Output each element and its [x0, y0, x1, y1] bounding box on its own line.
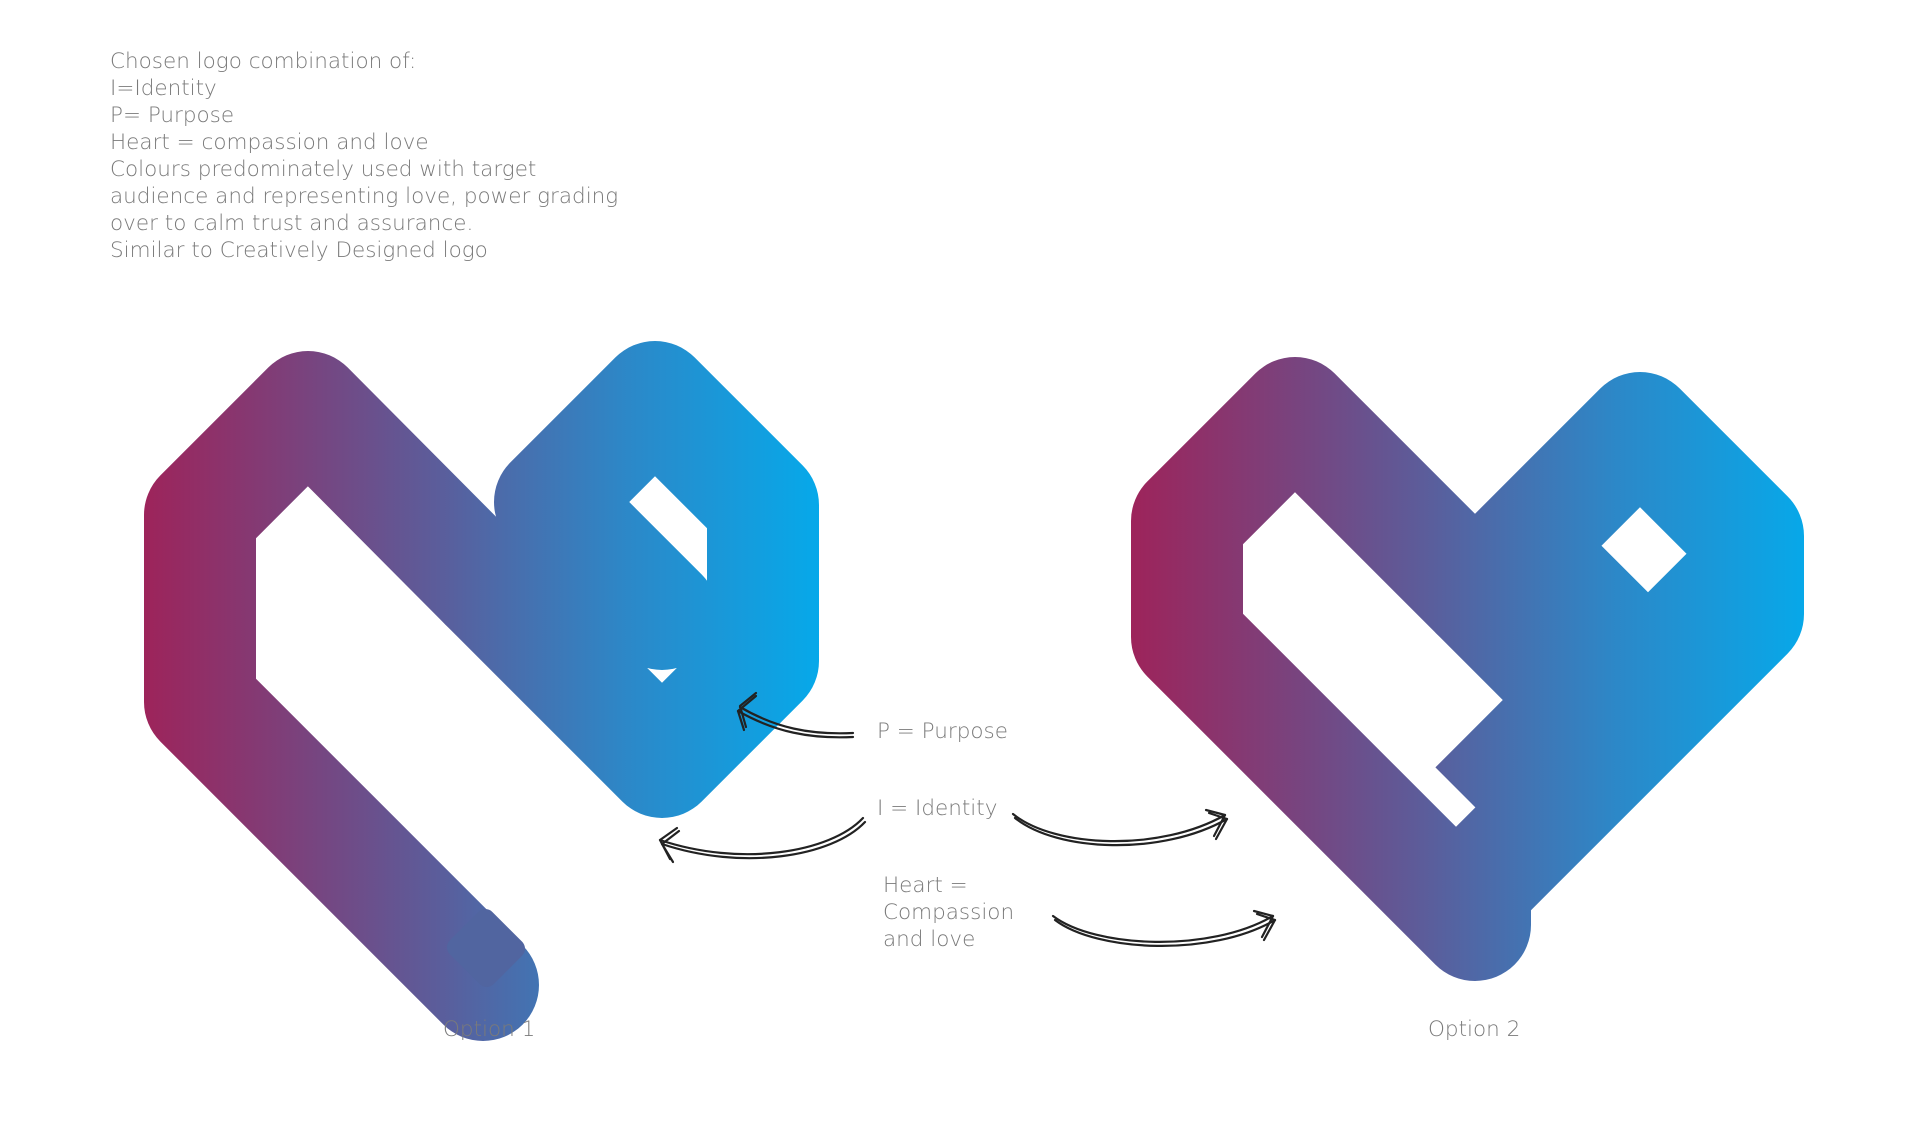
logo-1-p-loop — [429, 341, 819, 818]
heart-label: Heart = Compassion and love — [883, 873, 1015, 952]
design-notes: Chosen logo combination of: I=Identity P… — [110, 48, 618, 264]
note-line: Heart = compassion and love — [110, 130, 429, 155]
option-1-caption: Option 1 — [443, 1017, 536, 1042]
option-2-caption: Option 2 — [1428, 1017, 1521, 1042]
note-line: Colours predominately used with target — [110, 157, 537, 182]
logo-option-2 — [1131, 357, 1804, 981]
logo-1-i-end-cap — [447, 909, 525, 987]
arrow-heart — [1051, 909, 1277, 947]
logo-2-p-bowl — [1519, 527, 1784, 713]
note-line: Chosen logo combination of: — [110, 49, 417, 74]
note-line: over to calm trust and assurance. — [110, 211, 474, 236]
note-line: Similar to Creatively Designed logo — [110, 238, 488, 263]
arrow-identity-right — [1011, 808, 1229, 847]
logo-2-inner-bar — [1435, 553, 1638, 847]
logo-option-1 — [144, 341, 819, 1041]
note-line: audience and representing love, power gr… — [110, 184, 619, 209]
note-line: I=Identity — [110, 76, 217, 101]
annotation-arrows — [658, 691, 1277, 947]
arrow-purpose — [736, 691, 855, 739]
note-line: P= Purpose — [110, 103, 235, 128]
logo-2-heart-outline — [1131, 357, 1804, 981]
arrow-identity-left — [658, 816, 867, 864]
purpose-label: P = Purpose — [877, 719, 1008, 744]
identity-label: I = Identity — [877, 796, 998, 821]
logo-1-i-stroke — [144, 351, 541, 1041]
